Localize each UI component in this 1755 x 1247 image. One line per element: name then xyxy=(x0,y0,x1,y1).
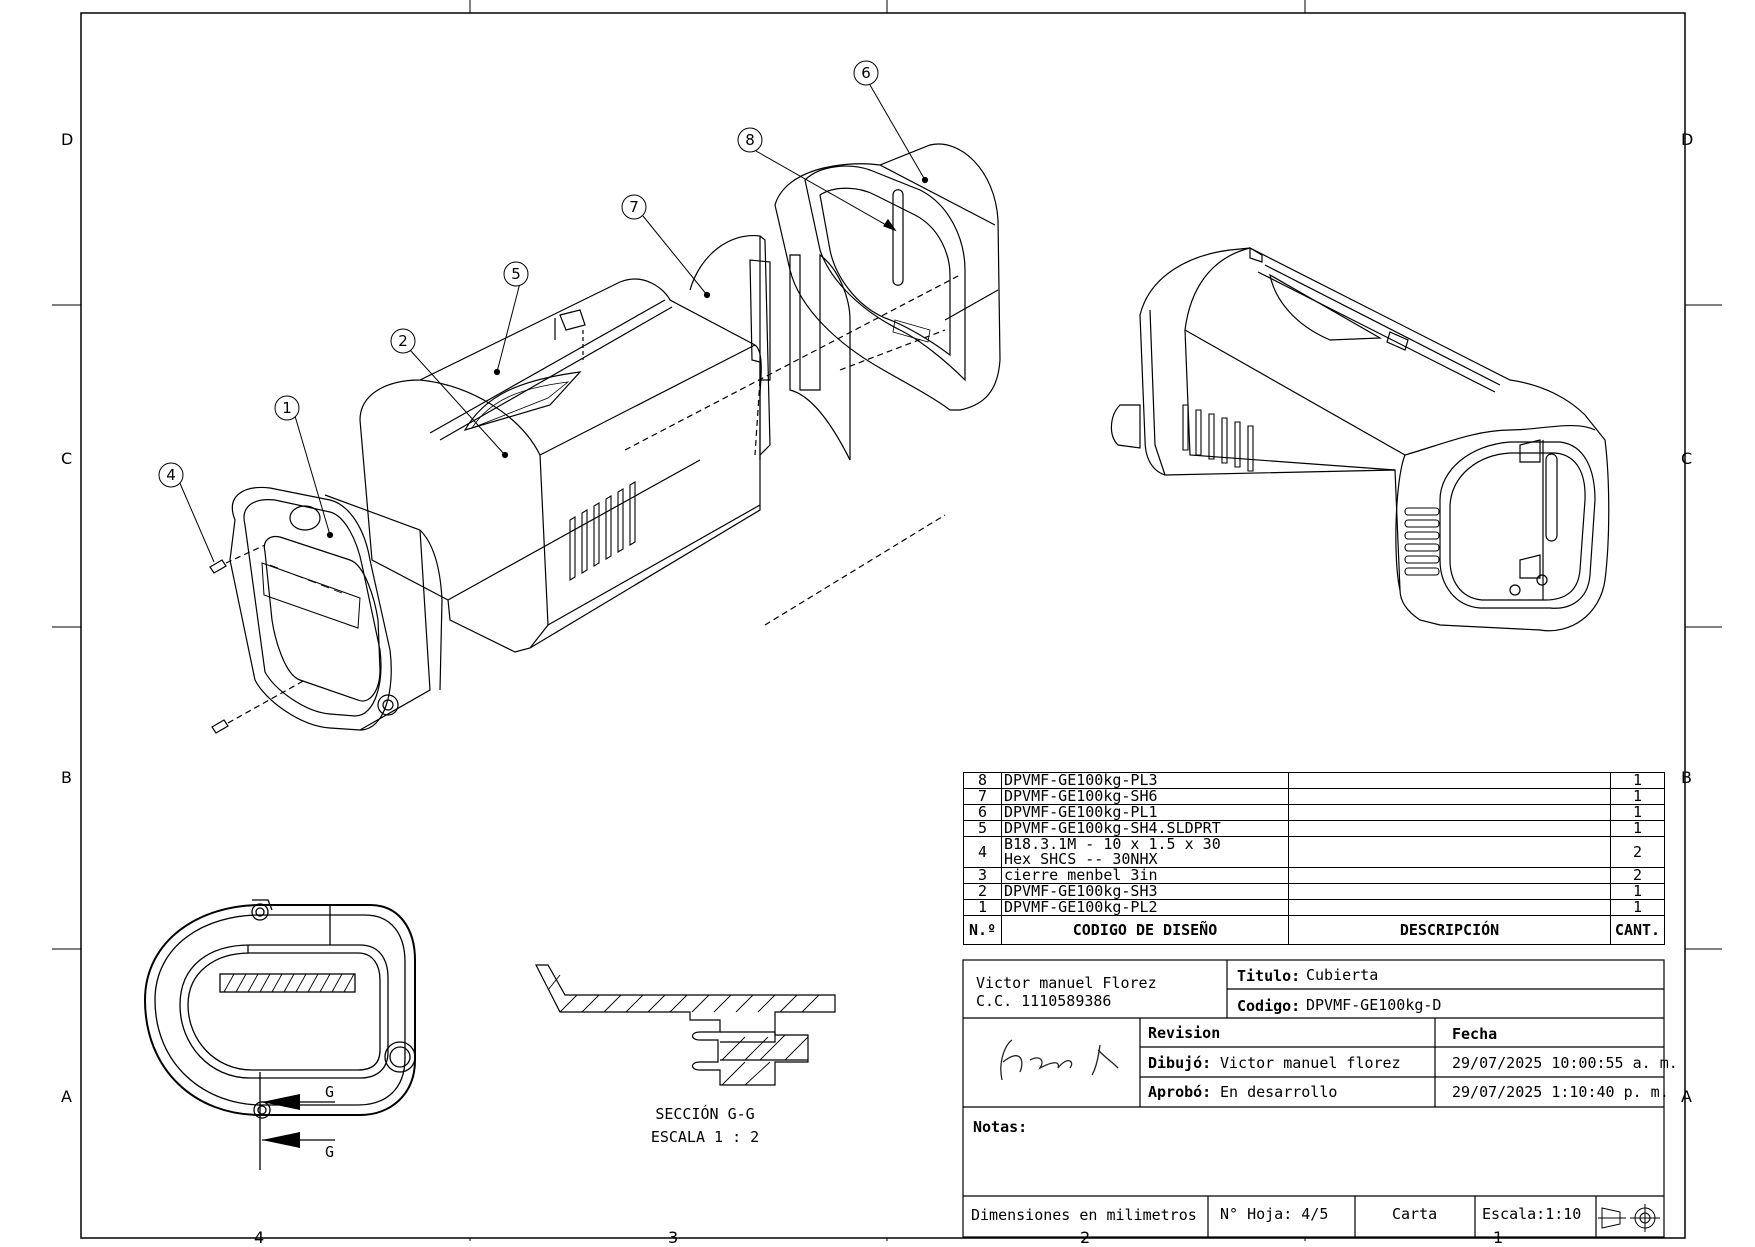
aprobo-label: Aprobó: xyxy=(1148,1083,1212,1101)
section-detail xyxy=(535,964,836,1086)
section-mark-top: G xyxy=(325,1083,334,1101)
bom-header-qty: CANT. xyxy=(1610,915,1665,945)
zone-col-4-bottom: 4 xyxy=(254,1228,265,1247)
zone-row-b-left: B xyxy=(61,768,72,787)
bom-code: DPVMF-GE100kg-SH4.SLDPRT xyxy=(1001,820,1289,837)
balloon-1 xyxy=(274,395,300,421)
projection-symbol xyxy=(1598,1204,1660,1232)
codigo-label: Codigo: xyxy=(1237,997,1301,1015)
zone-row-c-left: C xyxy=(61,449,73,468)
signature-icon xyxy=(1000,1039,1119,1081)
section-arrows xyxy=(262,1094,300,1148)
sheet-number: N° Hoja: 4/5 xyxy=(1220,1205,1329,1223)
zone-row-a-left: A xyxy=(61,1087,72,1106)
bom-code: DPVMF-GE100kg-SH3 xyxy=(1001,883,1289,900)
aprobo-date: 29/07/2025 1:10:40 p. m. xyxy=(1452,1083,1669,1101)
screws xyxy=(209,544,306,734)
notas-label: Notas: xyxy=(973,1118,1028,1136)
fecha-label: Fecha xyxy=(1452,1025,1498,1043)
balloon-7-label: 7 xyxy=(629,198,639,216)
front-view xyxy=(143,899,416,1170)
balloon-2-label: 2 xyxy=(398,332,408,350)
zone-row-d-left: D xyxy=(61,130,74,149)
paper-size: Carta xyxy=(1392,1205,1438,1223)
exploded-view xyxy=(178,84,1001,734)
codigo-value: DPVMF-GE100kg-D xyxy=(1306,996,1442,1014)
balloon-5 xyxy=(503,261,529,287)
dimensiones-note: Dimensiones en milimetros xyxy=(971,1206,1197,1224)
balloon-4 xyxy=(158,462,184,488)
bom-header-num: N.º xyxy=(963,915,1002,945)
author-name: Victor manuel Florez xyxy=(976,974,1157,992)
balloon-8-label: 8 xyxy=(745,131,755,149)
rear-panel xyxy=(689,234,851,461)
dibujo-date: 29/07/2025 10:00:55 a. m. xyxy=(1452,1054,1678,1072)
titulo-label: Titulo: xyxy=(1237,967,1301,985)
author-id: C.C. 1110589386 xyxy=(976,992,1112,1010)
zone-row-d-right: D xyxy=(1681,130,1694,149)
front-cap xyxy=(229,486,443,731)
zone-row-b-right: B xyxy=(1681,768,1692,787)
section-scale: ESCALA 1 : 2 xyxy=(650,1128,760,1146)
sheet-border xyxy=(80,12,1686,1239)
titulo-value: Cubierta xyxy=(1306,966,1379,984)
dibujo-value: Victor manuel florez xyxy=(1220,1054,1401,1072)
balloon-1-label: 1 xyxy=(282,399,292,417)
balloon-4-label: 4 xyxy=(166,466,176,484)
zone-row-c-right: C xyxy=(1681,449,1693,468)
leaders xyxy=(178,84,926,563)
section-mark-bottom: G xyxy=(325,1143,334,1161)
balloon-6-label: 6 xyxy=(861,64,871,82)
assembled-view xyxy=(1110,246,1610,632)
drawing-scale: Escala:1:10 xyxy=(1482,1205,1582,1223)
bom-header-desc: DESCRIPCIÓN xyxy=(1288,915,1611,945)
bom-qty: 1 xyxy=(1610,772,1665,789)
balloon-7 xyxy=(621,194,647,220)
aprobo-value: En desarrollo xyxy=(1220,1083,1338,1101)
main-shell xyxy=(359,278,762,653)
zone-col-3-bottom: 3 xyxy=(668,1228,679,1247)
balloon-8 xyxy=(737,127,763,153)
zone-row-a-right: A xyxy=(1681,1087,1692,1106)
revision-label: Revision xyxy=(1148,1024,1221,1042)
dibujo-label: Dibujó: xyxy=(1148,1054,1212,1072)
section-title: SECCIÓN G-G xyxy=(655,1105,755,1123)
balloon-6 xyxy=(853,60,879,86)
balloon-5-label: 5 xyxy=(511,265,521,283)
leader-dots xyxy=(326,176,929,539)
bom-code: DPVMF-GE100kg-PL2 xyxy=(1001,899,1289,916)
rear-cap xyxy=(624,143,1001,626)
balloon-2 xyxy=(390,328,416,354)
balloons xyxy=(158,60,879,488)
